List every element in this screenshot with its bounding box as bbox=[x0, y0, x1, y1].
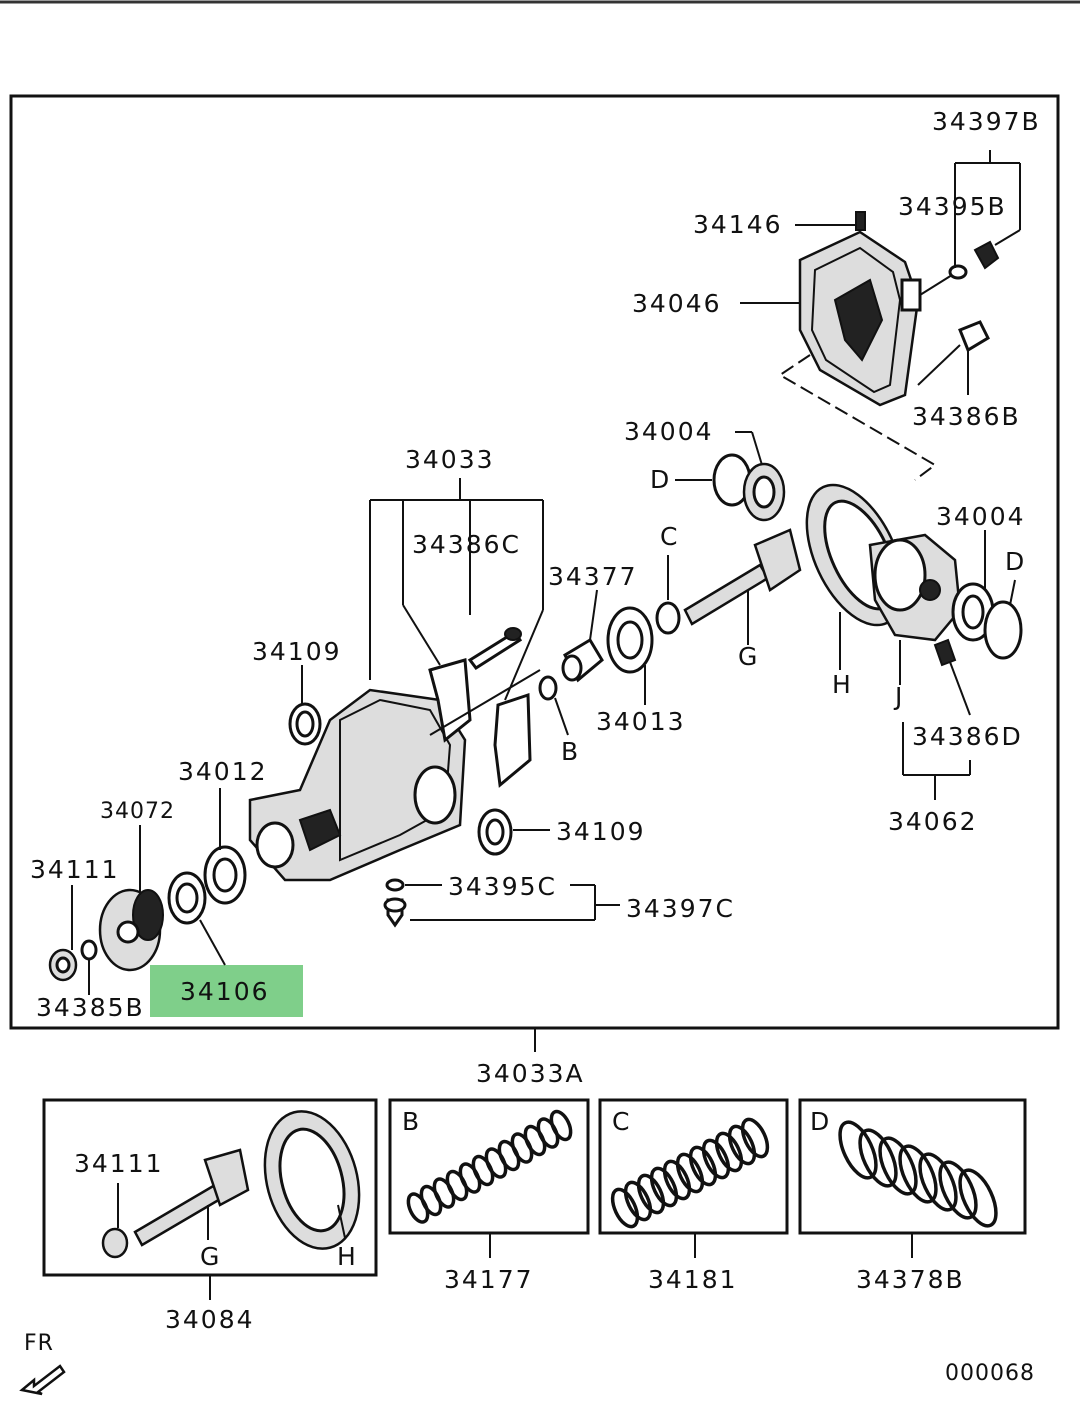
label-34012: 34012 bbox=[178, 757, 268, 786]
label-B: B bbox=[561, 737, 580, 766]
label-34033A: 34033A bbox=[476, 1059, 585, 1088]
shim-ring bbox=[878, 1136, 918, 1196]
label-34106[interactable]: 34106 bbox=[180, 977, 270, 1006]
kit-34378B-letter: D bbox=[810, 1107, 831, 1136]
highlight-34106 bbox=[150, 965, 303, 1017]
label-34146: 34146 bbox=[693, 210, 783, 239]
label-H: H bbox=[832, 670, 853, 699]
label-34109-right: 34109 bbox=[556, 817, 646, 846]
label-34004-upper: 34004 bbox=[624, 417, 714, 446]
label-C: C bbox=[660, 522, 679, 551]
oil-seal-34106[interactable] bbox=[167, 871, 207, 925]
label-34397C: 34397C bbox=[626, 894, 735, 923]
shim-ring bbox=[688, 1145, 718, 1187]
shim-ring bbox=[610, 1187, 640, 1229]
pinion-gear-G[interactable] bbox=[683, 528, 802, 626]
kit-34084-H-label: H bbox=[337, 1242, 358, 1271]
label-34013: 34013 bbox=[596, 707, 686, 736]
kit-34181[interactable]: C bbox=[598, 1098, 789, 1235]
shim-ring bbox=[649, 1166, 679, 1208]
plug-34397B[interactable] bbox=[948, 240, 1000, 353]
kit-34084-nut-label: 34111 bbox=[74, 1149, 164, 1178]
shim-stack-B bbox=[406, 1109, 573, 1224]
direction-label: FR bbox=[24, 1331, 54, 1356]
label-34046: 34046 bbox=[632, 289, 722, 318]
label-34377: 34377 bbox=[548, 562, 638, 591]
label-34397B: 34397B bbox=[932, 107, 1041, 136]
label-34072: 34072 bbox=[100, 799, 175, 824]
kit-34378B-code: 34378B bbox=[856, 1265, 965, 1294]
kit-34084[interactable]: 34111 G H bbox=[42, 1098, 378, 1277]
front-arrow-icon bbox=[19, 1364, 66, 1396]
kit-34084-G-label: G bbox=[200, 1242, 221, 1271]
shim-stack-D bbox=[838, 1120, 998, 1228]
shim-stack-C bbox=[610, 1117, 770, 1229]
race-D-right[interactable] bbox=[983, 600, 1023, 660]
shim-ring bbox=[958, 1168, 998, 1228]
shim-ring bbox=[740, 1117, 770, 1159]
label-34111: 34111 bbox=[30, 855, 120, 884]
label-34395C: 34395C bbox=[448, 872, 557, 901]
label-34385B: 34385B bbox=[36, 993, 145, 1022]
shim-C[interactable] bbox=[655, 601, 681, 635]
label-34109-left: 34109 bbox=[252, 637, 342, 666]
breather-34146 bbox=[855, 211, 866, 231]
collar-34377[interactable] bbox=[561, 637, 604, 683]
label-D-right: D bbox=[1005, 547, 1026, 576]
nut-34111[interactable] bbox=[48, 948, 78, 982]
diff-case-J[interactable] bbox=[868, 533, 962, 667]
label-34395B: 34395B bbox=[898, 192, 1007, 221]
bearing-cap-right[interactable] bbox=[493, 692, 532, 788]
carrier-housing-34033[interactable] bbox=[248, 688, 467, 882]
flange-34072[interactable] bbox=[98, 888, 164, 972]
plug-34397C[interactable] bbox=[383, 897, 407, 928]
kit-34181-letter: C bbox=[612, 1107, 631, 1136]
label-34386C: 34386C bbox=[412, 530, 521, 559]
shim-ring bbox=[623, 1180, 653, 1222]
shim-ring bbox=[727, 1124, 757, 1166]
shim-B[interactable] bbox=[538, 675, 558, 701]
kit-34181-code: 34181 bbox=[648, 1265, 738, 1294]
gasket-34395C[interactable] bbox=[385, 878, 405, 892]
shim-ring bbox=[549, 1109, 573, 1142]
bearing-cap-left[interactable] bbox=[428, 658, 472, 743]
shim-ring bbox=[938, 1160, 978, 1220]
shim-ring bbox=[675, 1152, 705, 1194]
shim-ring bbox=[858, 1128, 898, 1188]
shim-ring bbox=[918, 1152, 958, 1212]
shim-ring bbox=[701, 1138, 731, 1180]
shim-ring bbox=[898, 1144, 938, 1204]
shim-ring bbox=[662, 1159, 692, 1201]
label-34386B: 34386B bbox=[912, 402, 1021, 431]
diagram-id: 000068 bbox=[945, 1361, 1035, 1386]
cover-34046[interactable] bbox=[798, 211, 922, 407]
kit-34177[interactable]: B bbox=[388, 1098, 590, 1235]
label-34062: 34062 bbox=[888, 807, 978, 836]
kit-34378B[interactable]: D bbox=[798, 1098, 1027, 1235]
shim-ring bbox=[838, 1120, 878, 1180]
kit-34177-code: 34177 bbox=[444, 1265, 534, 1294]
washer-34385B[interactable] bbox=[80, 939, 98, 961]
label-34033: 34033 bbox=[405, 445, 495, 474]
bearing-34012[interactable] bbox=[203, 845, 247, 905]
label-34004-right: 34004 bbox=[936, 502, 1026, 531]
shim-ring bbox=[636, 1173, 666, 1215]
label-G: G bbox=[738, 642, 759, 671]
kit-34177-letter: B bbox=[402, 1107, 421, 1136]
kit-34084-code: 34084 bbox=[165, 1305, 255, 1334]
bolt-34386C[interactable] bbox=[467, 627, 523, 671]
shim-ring bbox=[714, 1131, 744, 1173]
label-34386D: 34386D bbox=[912, 722, 1023, 751]
label-J: J bbox=[893, 682, 904, 711]
label-D-upper: D bbox=[650, 465, 671, 494]
